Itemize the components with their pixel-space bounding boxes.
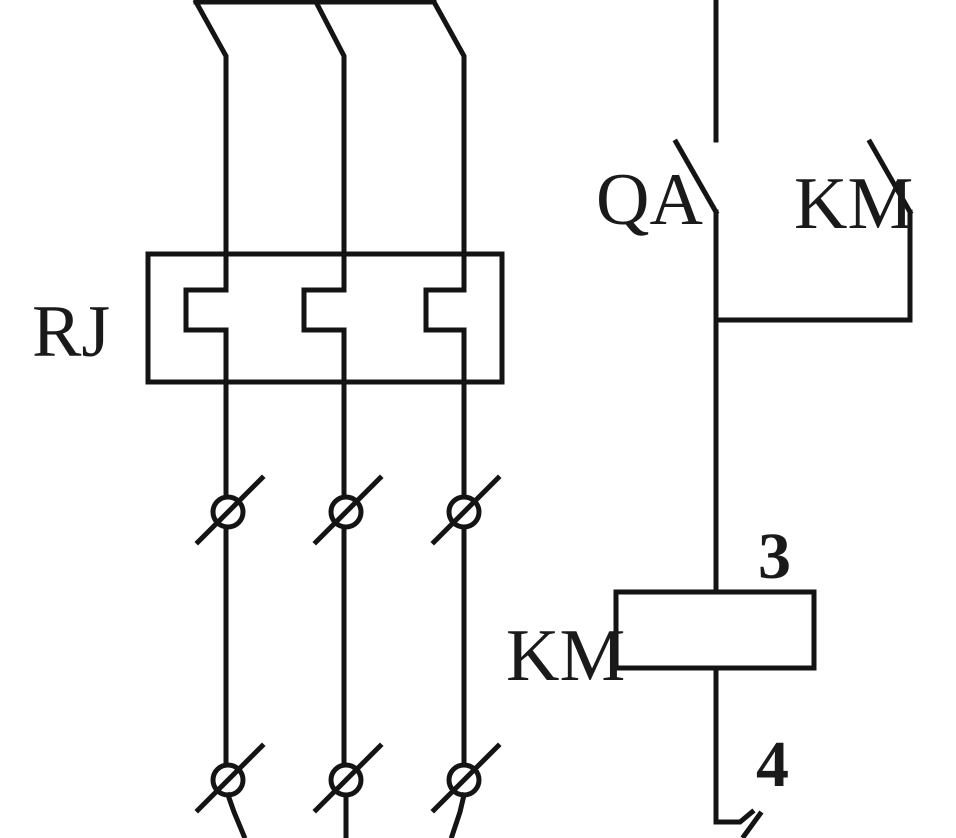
aux-contact-return [713,209,913,323]
contactor-coil [613,589,817,671]
heater-element-2 [301,237,347,473]
stop-contact-slash [740,810,764,838]
start-button-label: QA [596,159,703,241]
thermal-relay-rj: RJ [32,237,505,473]
coil-label: KM [506,615,625,697]
control-circuit: QA KM KM 3 4 [506,0,914,838]
coil-terminal-top-number: 3 [758,520,791,593]
phase-3-switch-blade [430,0,467,243]
terminal-row-lower [194,742,502,838]
terminal-3-lower-slash [430,742,502,814]
phase-2-switch-blade [312,0,347,243]
terminal-3-upper-slash [430,474,502,546]
heater-element-3 [423,237,467,473]
phase-3-exit [448,791,468,838]
stop-contact-partial [713,808,756,825]
thermal-relay-label: RJ [32,291,110,373]
terminal-2-upper-slash [312,474,384,546]
terminal-2-lower-slash [312,742,384,814]
thermal-relay-box [145,251,505,385]
phase-1-exit [224,791,248,838]
heater-element-1 [183,237,229,473]
start-button-contact [672,138,720,216]
phase-1-switch-blade [192,0,229,243]
terminal-1-lower-slash [194,742,266,814]
terminal-1-upper-slash [194,474,266,546]
aux-contact-label: KM [794,163,913,245]
main-switch-contacts [192,0,467,243]
coil-terminal-bottom-number: 4 [756,728,789,801]
terminal-row-upper [194,467,502,773]
aux-contact-blade [866,138,914,216]
